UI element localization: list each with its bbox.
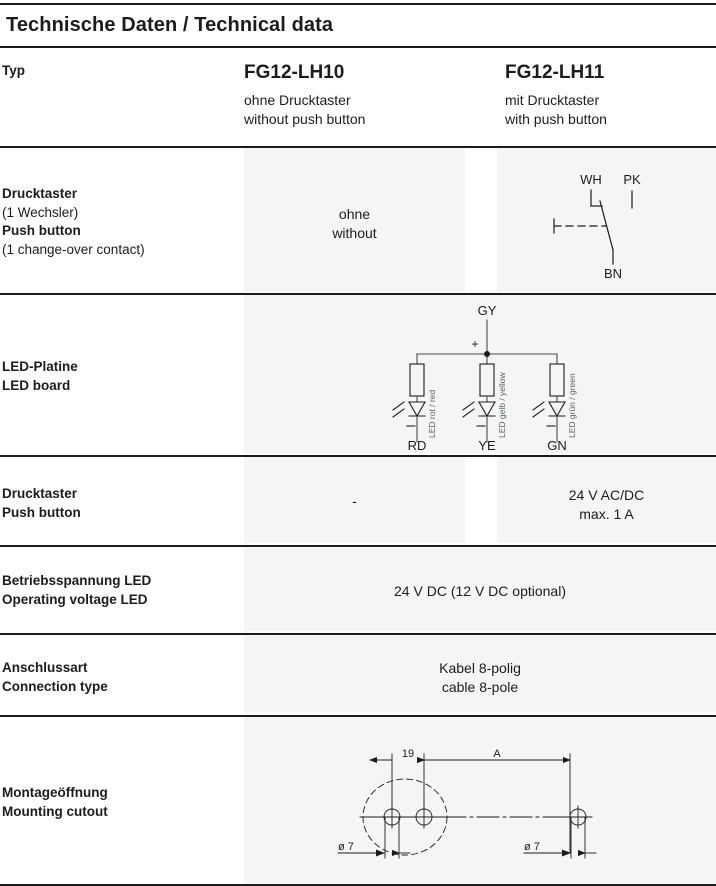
switch-blade [599,200,614,251]
push-button-col1-value-de: ohne [338,206,371,222]
terminal-label-ye: YE [478,438,496,453]
row-label-push-button: Drucktaster (1 Wechsler) Push button (1 … [2,185,242,259]
row-label-push-button-en: Push button [2,223,81,238]
terminal-label-gy: GY [478,303,497,318]
connection-type-value-de: Kabel 8-polig [439,660,521,676]
led-ray-rd-1 [392,401,405,411]
row-label-connection-type: Anschlussart Connection type [2,659,242,696]
rule-under-pushbutton-rating [0,545,716,547]
band-col1-pushbutton-rating [244,457,465,543]
dia7-arrowheads [376,849,571,857]
row-label-led-board-en: LED board [2,377,71,393]
led-triangle-rd [408,401,426,418]
junction-dot-supply [484,351,490,357]
row-label-operating-voltage-en: Operating voltage LED [2,591,148,607]
row-label-mounting-cutout: Montageöffnung Mounting cutout [2,784,242,821]
rule-under-operating-voltage [0,633,716,635]
led-annotation-ye: LED gelb / yellow [497,371,507,438]
led-annotation-rd: LED rot / red [427,390,437,438]
row-label-push-button-rating-en: Push button [2,504,81,520]
connection-type-value-en: cable 8-pole [441,679,519,695]
row-label-connection-type-en: Connection type [2,678,108,694]
polarity-plus-label: + [471,337,478,351]
row-label-push-button-rating-de: Drucktaster [2,486,78,501]
band-connection-type-row [244,635,716,713]
led-ray-ye-1 [462,401,475,411]
resistor-rd [409,363,425,397]
rule-under-header [0,146,716,148]
push-button-col1-value-en: without [332,225,377,241]
terminal-label-rd: RD [408,438,427,453]
terminal-label-wh: WH [580,172,602,187]
rule-under-pushbutton [0,293,716,295]
mounting-cutout-drawing: 19 A ø 7 ø 7 [330,732,620,877]
band-col2-pushbutton-rating [497,457,716,543]
page-title: Technische Daten / Technical data [6,14,334,36]
push-button-rating-col1: - [352,493,357,509]
row-label-operating-voltage-de: Betriebsspannung LED [2,573,152,588]
led-ray-ye-2 [462,408,475,418]
changeover-contact-schematic: WH PK BN [540,168,660,288]
resistor-gn [549,363,565,397]
rule-bottom [0,884,716,886]
operating-voltage-value: 24 V DC (12 V DC optional) [394,583,566,599]
rule-top [0,3,716,5]
row-label-connection-type-de: Anschlussart [2,660,88,675]
rule-under-led [0,455,716,457]
dimension-label-a: A [493,748,501,760]
row-label-led-board: LED-Platine LED board [2,358,242,395]
led-annotation-gn: LED grün / green [567,373,577,438]
rule-under-title [0,46,716,48]
rule-under-connection-type [0,715,716,717]
row-label-push-button-de: Drucktaster [2,186,78,201]
led-triangle-gn [548,401,566,418]
row-label-push-button-rating: Drucktaster Push button [2,485,242,522]
led-ray-rd-2 [392,408,405,418]
row-label-mounting-cutout-en: Mounting cutout [2,803,108,819]
push-button-rating-col2-line2: max. 1 A [579,506,634,522]
led-ray-gn-2 [532,408,545,418]
led-triangle-ye [478,401,496,418]
row-label-mounting-cutout-de: Montageöffnung [2,785,108,800]
led-ray-gn-1 [532,401,545,411]
terminal-label-pk: PK [623,172,641,187]
band-operating-voltage-row [244,547,716,631]
dimension-label-dia7-right: ø 7 [524,841,540,853]
band-mounting-row [244,717,716,886]
dimension-label-19: 19 [402,748,414,760]
row-label-typ-text: Typ [2,63,25,78]
resistor-ye [479,363,495,397]
push-button-rating-col2-line1: 24 V AC/DC [568,487,645,503]
row-label-led-board-de: LED-Platine [2,359,78,374]
row-label-typ: Typ [2,62,242,81]
dimension-label-dia7-left: ø 7 [338,841,354,853]
band-col2-pushbutton [497,147,716,292]
led-board-schematic: GY + RD YE GN LED rot / red LED gelb / y… [385,302,605,453]
band-col1-pushbutton [244,147,465,292]
row-label-operating-voltage: Betriebsspannung LED Operating voltage L… [2,572,242,609]
row-label-push-button-de-sub: (1 Wechsler) [2,204,79,220]
row-label-push-button-en-sub: (1 change-over contact) [2,241,145,257]
terminal-label-gn: GN [547,438,567,453]
terminal-label-bn: BN [604,266,622,281]
